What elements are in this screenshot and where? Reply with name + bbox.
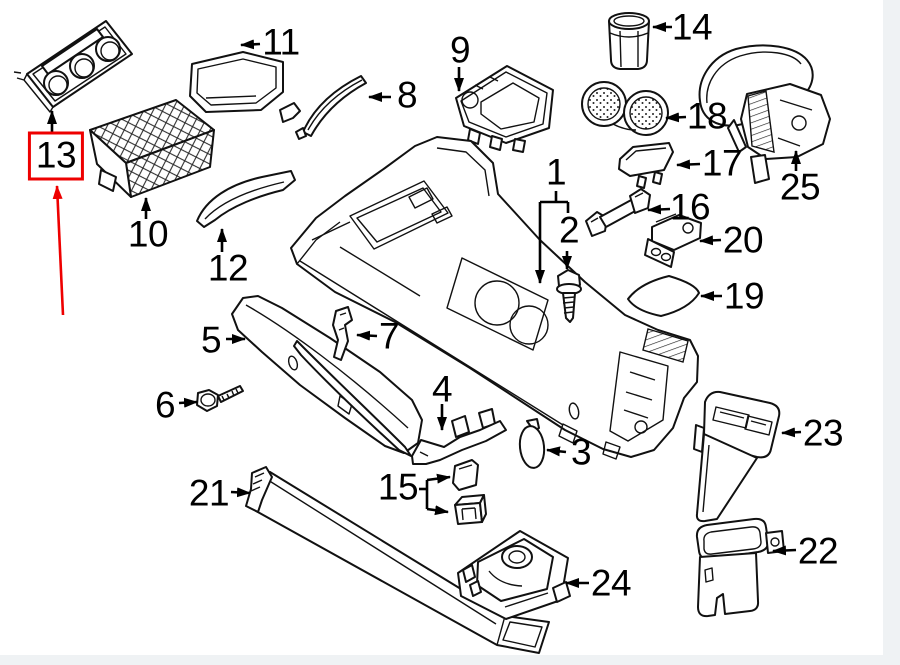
leader-arrow-18 [665, 112, 687, 123]
leader-arrow-16 [647, 204, 671, 215]
part-22-duct-outlet-art [695, 517, 785, 618]
leader-arrow-21 [230, 487, 251, 498]
part-6-screw-art [196, 385, 244, 412]
callout-label-8[interactable]: 8 [396, 74, 418, 116]
callout-label-22[interactable]: 22 [797, 530, 839, 572]
corner-clip-art [279, 102, 301, 123]
part-8-trim-strip-art [295, 75, 367, 140]
part-4-bracket-art [411, 408, 507, 465]
callout-label-25[interactable]: 25 [779, 166, 821, 208]
part-16-linkage-art [585, 188, 651, 237]
callout-label-23[interactable]: 23 [802, 412, 844, 454]
part-13-climate-panel-art [13, 20, 133, 113]
callout-label-9[interactable]: 9 [449, 29, 471, 71]
part-25-armrest-art [698, 44, 831, 184]
part-21-duct-art [245, 466, 550, 654]
callout-label-2[interactable]: 2 [558, 209, 580, 251]
callout-label-4[interactable]: 4 [431, 368, 453, 410]
parts-line-art [13, 12, 831, 654]
leader-arrow-15 [426, 473, 451, 484]
leader-arrow-6 [178, 397, 198, 408]
callout-label-20[interactable]: 20 [722, 219, 764, 261]
callout-label-15[interactable]: 15 [377, 466, 419, 508]
callout-label-16[interactable]: 16 [669, 186, 711, 228]
part-12-trim-panel-art [196, 170, 296, 228]
callout-label-21[interactable]: 21 [188, 472, 230, 514]
leader-arrow-22 [772, 545, 797, 556]
part-19-mat-art [627, 275, 700, 317]
callout-label-12[interactable]: 12 [207, 247, 249, 289]
part-9-shifter-bezel-art [455, 65, 554, 153]
part-23-rear-vent-art [693, 390, 781, 523]
part-15-clips-art [452, 459, 487, 525]
part-14-cup-art [608, 12, 650, 70]
callout-label-13[interactable]: 13 [27, 131, 85, 181]
callout-label-14[interactable]: 14 [671, 6, 713, 48]
part-5-side-panel-art [231, 295, 423, 457]
callout-label-19[interactable]: 19 [723, 275, 765, 317]
callout-label-6[interactable]: 6 [154, 384, 176, 426]
leader-arrow-20 [699, 235, 722, 246]
part-2-screw-art [556, 269, 582, 323]
part-18-cupholder-mat-art [581, 81, 669, 136]
leader-arrow-3 [546, 446, 567, 457]
part-10-mat-tray-art [89, 99, 215, 198]
leader-arrow-7 [356, 330, 378, 341]
callout-label-18[interactable]: 18 [686, 95, 728, 137]
callout-label-17[interactable]: 17 [701, 142, 743, 184]
callout-label-1[interactable]: 1 [545, 151, 567, 193]
leader-arrow-23 [781, 427, 802, 438]
part-7-clip-art [332, 306, 353, 361]
leader-arrow-11 [240, 39, 261, 50]
leader-arrow-15 [426, 505, 449, 516]
part-11-storage-bin-art [189, 51, 284, 113]
callout-label-3[interactable]: 3 [570, 431, 592, 473]
leader-arrow-17 [676, 159, 701, 170]
callout-label-5[interactable]: 5 [200, 319, 222, 361]
part-3-damper-art [518, 418, 546, 469]
callout-label-24[interactable]: 24 [590, 562, 632, 604]
console-body-art [290, 136, 699, 460]
callout-connectors [47, 22, 802, 588]
callout-label-7[interactable]: 7 [378, 315, 400, 357]
part-20-bracket-art [644, 213, 702, 268]
callout-label-11[interactable]: 11 [262, 21, 300, 63]
callout-label-10[interactable]: 10 [127, 213, 169, 255]
highlight-arrow-13 [52, 185, 65, 316]
part-17-lid-art [618, 142, 674, 189]
